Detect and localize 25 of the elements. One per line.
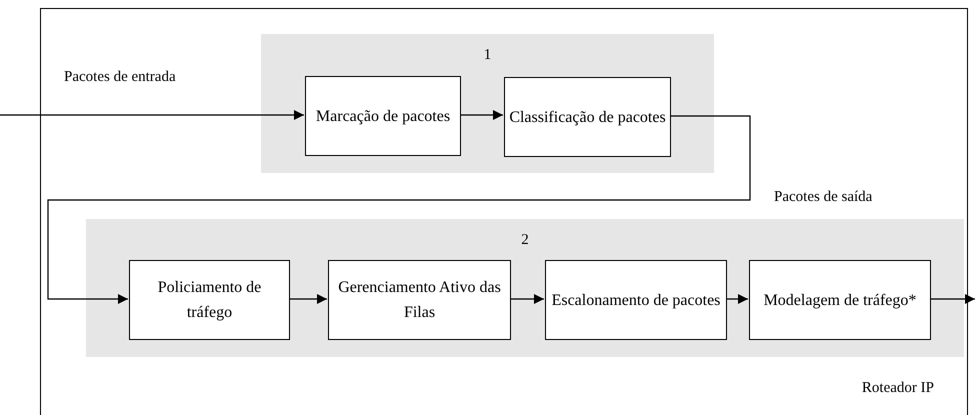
arrow xyxy=(930,294,975,304)
router-frame xyxy=(40,8,968,415)
process-box xyxy=(504,77,671,157)
process-box xyxy=(545,260,727,340)
stage-number: 1 xyxy=(484,46,492,65)
process-label: Classificação de pacotes xyxy=(509,108,666,128)
process-label: Policiamento de tráfego xyxy=(156,278,262,323)
arrow xyxy=(289,294,327,304)
process-box xyxy=(129,260,290,340)
arrow xyxy=(47,115,751,304)
stage-panel xyxy=(86,219,964,357)
process-label: Marcação de pacotes xyxy=(316,106,450,126)
process-label: Escalonamento de pacotes xyxy=(552,290,720,310)
process-box xyxy=(749,260,931,340)
process-label: Modelagem de tráfego* xyxy=(764,290,916,310)
router-label: Roteador IP xyxy=(862,379,934,398)
process-label: Gerenciamento Ativo das Filas xyxy=(337,278,502,323)
stage-number: 2 xyxy=(521,231,529,250)
process-box xyxy=(328,260,511,340)
arrow xyxy=(460,110,503,120)
process-box xyxy=(305,76,461,156)
arrow xyxy=(510,294,544,304)
arrow xyxy=(726,294,748,304)
stage-panel xyxy=(261,34,714,173)
arrow xyxy=(0,110,304,120)
